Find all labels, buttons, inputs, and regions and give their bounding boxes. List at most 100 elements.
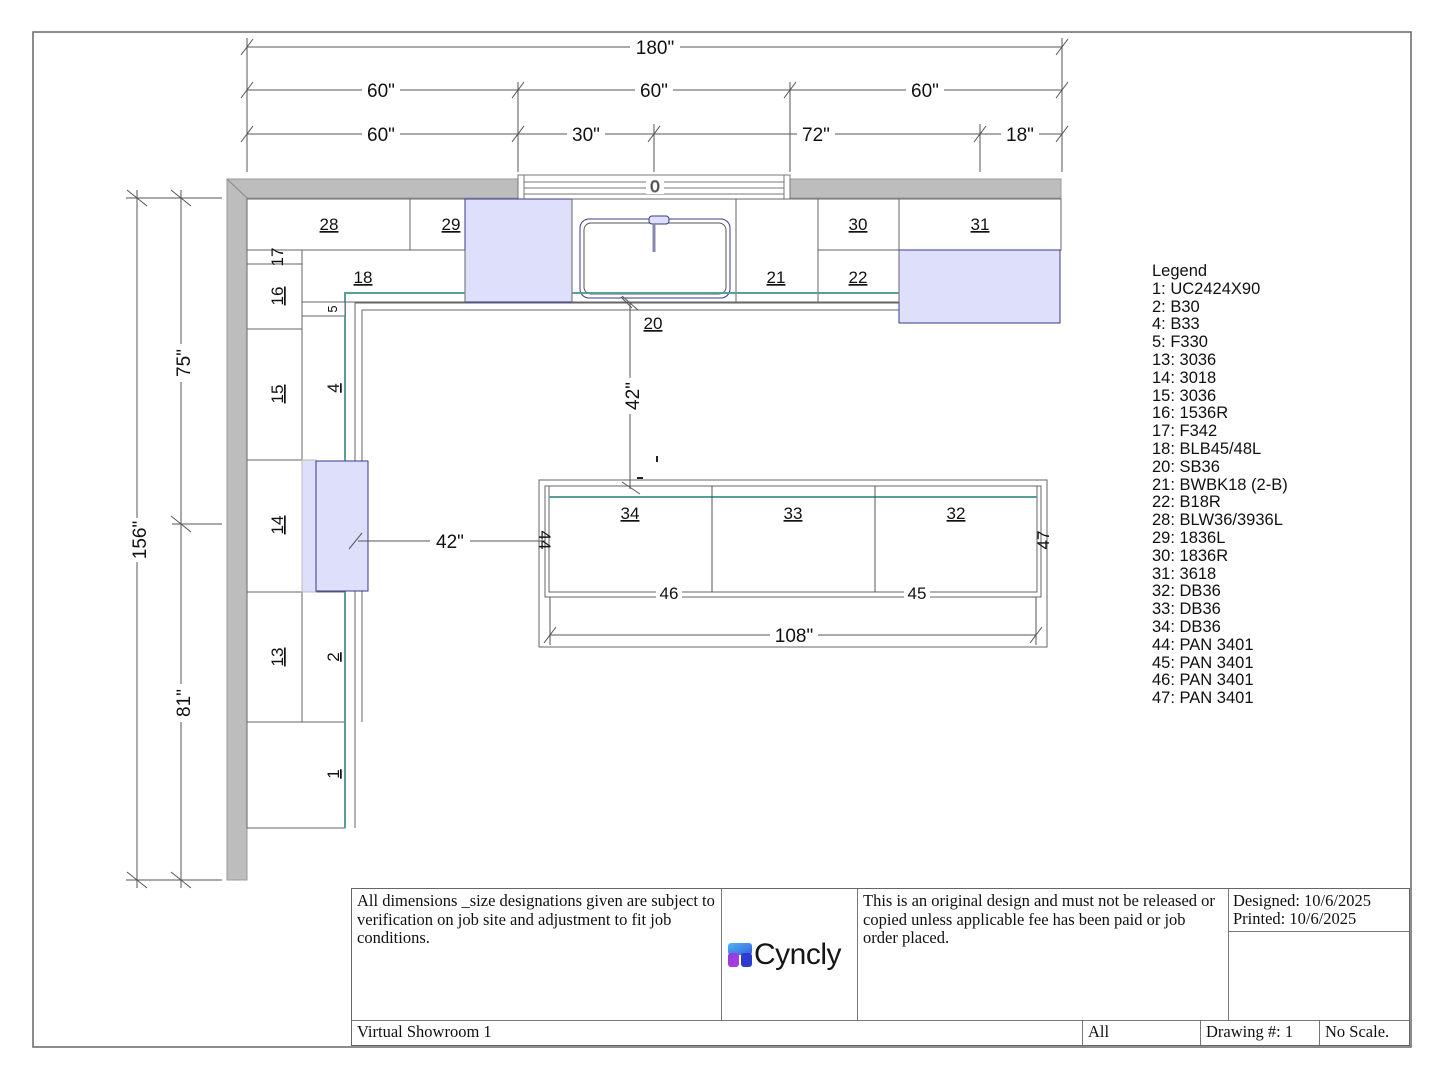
- legend-item: 32: DB36: [1152, 582, 1221, 601]
- label-1: 1: [324, 769, 343, 778]
- dim-left-upper: 75": [174, 349, 195, 377]
- dim-left-lower: 81": [174, 689, 195, 717]
- project-name: Virtual Showroom 1: [357, 1022, 492, 1041]
- appliance-dishwasher: [464, 198, 573, 303]
- appliance-range: [315, 460, 369, 592]
- legend-item: 2: B30: [1152, 297, 1200, 316]
- cabinet-18: [301, 249, 466, 303]
- dim-range-island-clearance: 42": [436, 532, 464, 553]
- label-46: 46: [660, 584, 679, 603]
- left-dimension-labels: 156" 75" 81": [127, 344, 195, 722]
- cabinet-14: [246, 459, 303, 593]
- legend-item: 18: BLB45/48L: [1152, 439, 1262, 458]
- legend-item: 20: SB36: [1152, 457, 1220, 476]
- cabinet-15: [246, 328, 303, 461]
- label-47: 47: [1034, 531, 1053, 550]
- label-32: 32: [947, 504, 966, 523]
- legend-item: 1: UC2424X90: [1152, 279, 1261, 298]
- printed-date: Printed: 10/6/2025: [1233, 909, 1357, 928]
- legend-item: 45: PAN 3401: [1152, 653, 1254, 672]
- cabinet-14-shade: [301, 459, 317, 593]
- window-label: 0: [650, 177, 659, 196]
- legend-item: 13: 3036: [1152, 350, 1217, 369]
- label-22: 22: [849, 268, 868, 287]
- cabinet-31: [898, 198, 1062, 251]
- view-name: All: [1088, 1022, 1110, 1041]
- label-30: 30: [849, 215, 868, 234]
- label-28: 28: [320, 215, 339, 234]
- dim-overall-depth: 156": [130, 521, 151, 559]
- company-logo: Cyncly: [728, 938, 842, 972]
- legend-item: 44: PAN 3401: [1152, 635, 1254, 654]
- sink: [579, 215, 731, 299]
- legend-item: 21: BWBK18 (2-B): [1152, 475, 1288, 494]
- legend-item: 15: 3036: [1152, 386, 1217, 405]
- cabinet-28: [246, 198, 411, 251]
- dim-row3-b: 30": [572, 125, 600, 146]
- label-5: 5: [325, 305, 340, 312]
- left-cabinets: [246, 249, 346, 829]
- drawing-number: Drawing #: 1: [1206, 1022, 1294, 1041]
- wall-cabinets-top: [246, 198, 1062, 251]
- legend-item: 46: PAN 3401: [1152, 671, 1254, 690]
- legend-item: 16: 1536R: [1152, 404, 1229, 423]
- label-4: 4: [324, 383, 343, 392]
- logo-wordmark: Cyncly: [754, 938, 842, 971]
- label-33: 33: [784, 504, 803, 523]
- legend-item: 31: 3618: [1152, 564, 1217, 583]
- dim-row2-a: 60": [367, 81, 395, 102]
- legend-item: 22: B18R: [1152, 493, 1221, 512]
- cyncly-logo-icon: [728, 943, 752, 967]
- legend-item: 4: B33: [1152, 315, 1200, 334]
- label-2: 2: [324, 652, 343, 661]
- title-block: All dimensions _size designations given …: [351, 888, 1410, 1046]
- island: 108": [538, 479, 1048, 648]
- cabinet-13: [246, 591, 303, 723]
- legend-item: 33: DB36: [1152, 600, 1221, 619]
- cabinet-21: [735, 198, 819, 303]
- disclaimer-text: All dimensions _size designations given …: [357, 891, 715, 947]
- cabinet-30: [817, 198, 900, 251]
- legend: Legend 1: UC2424X90 2: B30 4: B33 5: F33…: [1152, 262, 1288, 708]
- cabinet-2: [301, 591, 346, 723]
- appliance-range-hood-area: [898, 249, 1061, 324]
- dim-island-length: 108": [775, 626, 813, 647]
- legend-item: 14: 3018: [1152, 368, 1217, 387]
- label-20: 20: [644, 314, 663, 333]
- cabinet-labels: 28 29 30 31 18 21 22 20 17 16 15 14 13 5…: [268, 215, 1053, 779]
- top-dimension-labels: 180" 60" 60" 60" 60" 30" 72" 18": [362, 37, 1039, 146]
- legend-item: 28: BLW36/3936L: [1152, 511, 1283, 530]
- page-border: [32, 31, 1412, 1048]
- legend-item: 47: PAN 3401: [1152, 689, 1254, 708]
- dim-row3-a: 60": [367, 125, 395, 146]
- dim-row2-c: 60": [911, 81, 939, 102]
- copyright-text: This is an original design and must not …: [863, 891, 1215, 947]
- label-29: 29: [442, 215, 461, 234]
- legend-item: 34: DB36: [1152, 617, 1221, 636]
- dim-sink-island-clearance: 42": [623, 382, 644, 410]
- window: 0: [517, 174, 791, 201]
- dim-row3-d: 18": [1006, 125, 1034, 146]
- legend-item: 5: F330: [1152, 333, 1208, 352]
- label-18: 18: [354, 268, 373, 287]
- dim-row2-b: 60": [640, 81, 668, 102]
- label-34: 34: [621, 504, 640, 523]
- scale-note: No Scale.: [1325, 1022, 1390, 1041]
- label-16: 16: [268, 287, 287, 306]
- clearance-wall-island: 42": [348, 531, 545, 553]
- label-17: 17: [268, 248, 287, 267]
- legend-item: 17: F342: [1152, 422, 1218, 441]
- legend-title: Legend: [1152, 262, 1208, 280]
- dim-overall-width: 180": [636, 38, 674, 59]
- label-45: 45: [908, 584, 927, 603]
- label-21: 21: [767, 268, 786, 287]
- designed-date: Designed: 10/6/2025: [1233, 891, 1371, 910]
- clearance-sink-island: 42": [620, 295, 658, 495]
- label-15: 15: [268, 385, 287, 404]
- cabinet-1: [246, 721, 346, 829]
- label-31: 31: [971, 215, 990, 234]
- legend-item: 29: 1836L: [1152, 528, 1226, 547]
- legend-item: 30: 1836R: [1152, 546, 1229, 565]
